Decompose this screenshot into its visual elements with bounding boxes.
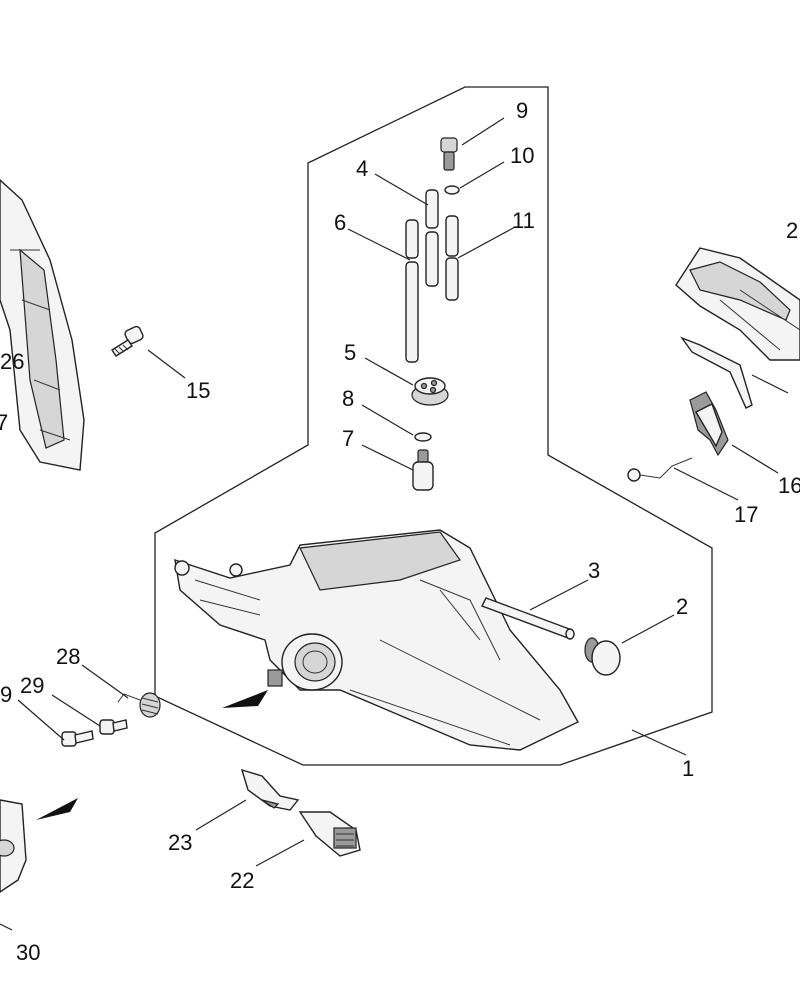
part-1-housing [174,529,579,751]
callout-16: 16 [778,473,800,498]
part-22-switch [298,811,361,857]
part-6-tube [405,219,419,259]
callout-2: 2 [676,594,688,619]
part-29-screw [99,719,128,735]
direction-arrow-left [36,798,78,820]
part-right-lever [680,336,753,409]
part-17-spring [627,457,693,482]
callout-15: 15 [186,378,210,403]
callout-10: 10 [510,143,534,168]
callout-9: 9 [516,98,528,123]
callout-30: 30 [16,940,40,965]
callout-5: 5 [344,340,356,365]
assembly-group-outline [154,86,713,766]
part-9-cap [440,137,458,171]
part-2-primer [584,637,621,676]
leader-lines [0,117,789,931]
part-26-cover [0,179,85,471]
callout-26: 26 [0,349,24,374]
part-10-ring [444,185,460,195]
part-30-cover [0,799,27,893]
part-3-pin [481,597,575,640]
callout-edge-left-9: 9 [0,682,12,707]
callout-23: 23 [168,830,192,855]
part-11-lower-tube [445,257,459,301]
part-edge-left-screw [61,730,94,747]
part-right-handle [675,247,800,361]
callout-1: 1 [682,756,694,781]
part-15-screw [111,325,144,357]
callout-8: 8 [342,386,354,411]
part-4-tube [425,189,439,229]
part-5-grommet [411,377,449,406]
part-8-ring [414,432,432,442]
part-7-fitting [412,449,434,491]
callout-edge-right-2: 2 [786,218,798,243]
callout-22: 22 [230,868,254,893]
part-16-trigger [689,391,729,457]
callout-11: 11 [512,208,535,233]
direction-arrow [222,690,268,708]
part-28-spring [117,692,161,718]
callout-4: 4 [356,156,368,181]
part-11-tube [445,215,459,257]
callout-29: 29 [20,673,44,698]
part-23-clip [240,768,300,811]
callout-3: 3 [588,558,600,583]
part-4-lower-tube [425,231,439,287]
part-6-lower-tube [405,261,419,363]
callout-6: 6 [334,210,346,235]
callout-7: 7 [342,426,354,451]
callout-edge-left-7: 7 [0,410,8,435]
callout-17: 17 [734,502,758,527]
callout-28: 28 [56,644,80,669]
